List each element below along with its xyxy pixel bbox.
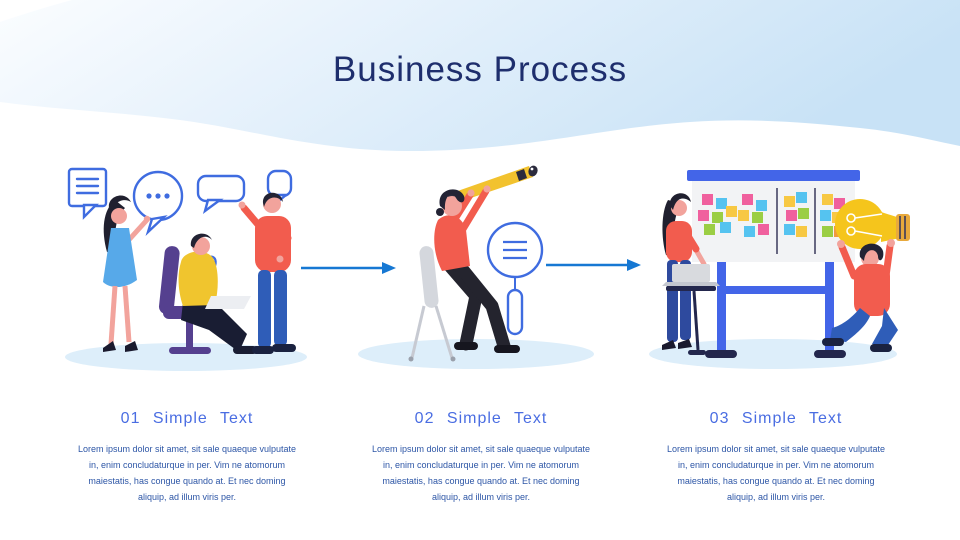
step-caption-1: 01 Simple Text Lorem ipsum dolor sit ame… bbox=[57, 410, 317, 505]
person-woman-standing bbox=[103, 195, 151, 352]
background-wave bbox=[0, 0, 960, 152]
illustration-whiteboard-idea bbox=[649, 170, 910, 369]
arrow-right-icon bbox=[301, 262, 396, 274]
step-heading-3: 03 Simple Text bbox=[709, 410, 843, 427]
person-man-sitting bbox=[158, 233, 257, 354]
step-body-1: Lorem ipsum dolor sit amet, sit sale qua… bbox=[77, 444, 297, 502]
step-heading-1: 01 Simple Text bbox=[120, 410, 254, 427]
chair bbox=[408, 246, 456, 362]
speech-bubble-chat-icon bbox=[196, 174, 246, 215]
person-man-standing bbox=[238, 192, 296, 354]
speech-bubble-dots-icon bbox=[132, 170, 184, 236]
ground-shadow bbox=[358, 339, 594, 369]
person-man-telescope bbox=[434, 185, 520, 353]
person-man-kneeling bbox=[822, 239, 898, 352]
step-caption-2: 02 Simple Text Lorem ipsum dolor sit ame… bbox=[351, 410, 611, 505]
illustration-team-discussion bbox=[65, 167, 307, 371]
slide-title: Business Process bbox=[332, 50, 628, 89]
magnifier-icon bbox=[486, 221, 544, 336]
step-body-3: Lorem ipsum dolor sit amet, sit sale qua… bbox=[666, 444, 886, 502]
laptop-stand bbox=[662, 264, 720, 355]
illustration-telescope-search bbox=[358, 165, 594, 369]
arrow-right-icon bbox=[546, 259, 641, 271]
lightbulb-icon bbox=[835, 199, 910, 249]
ground-shadow bbox=[649, 339, 897, 369]
step-heading-2: 02 Simple Text bbox=[414, 410, 548, 427]
step-caption-3: 03 Simple Text Lorem ipsum dolor sit ame… bbox=[646, 410, 906, 505]
laptop bbox=[205, 296, 251, 309]
speech-bubble-lines-icon-rows bbox=[75, 177, 100, 195]
step-body-2: Lorem ipsum dolor sit amet, sit sale qua… bbox=[371, 444, 591, 502]
